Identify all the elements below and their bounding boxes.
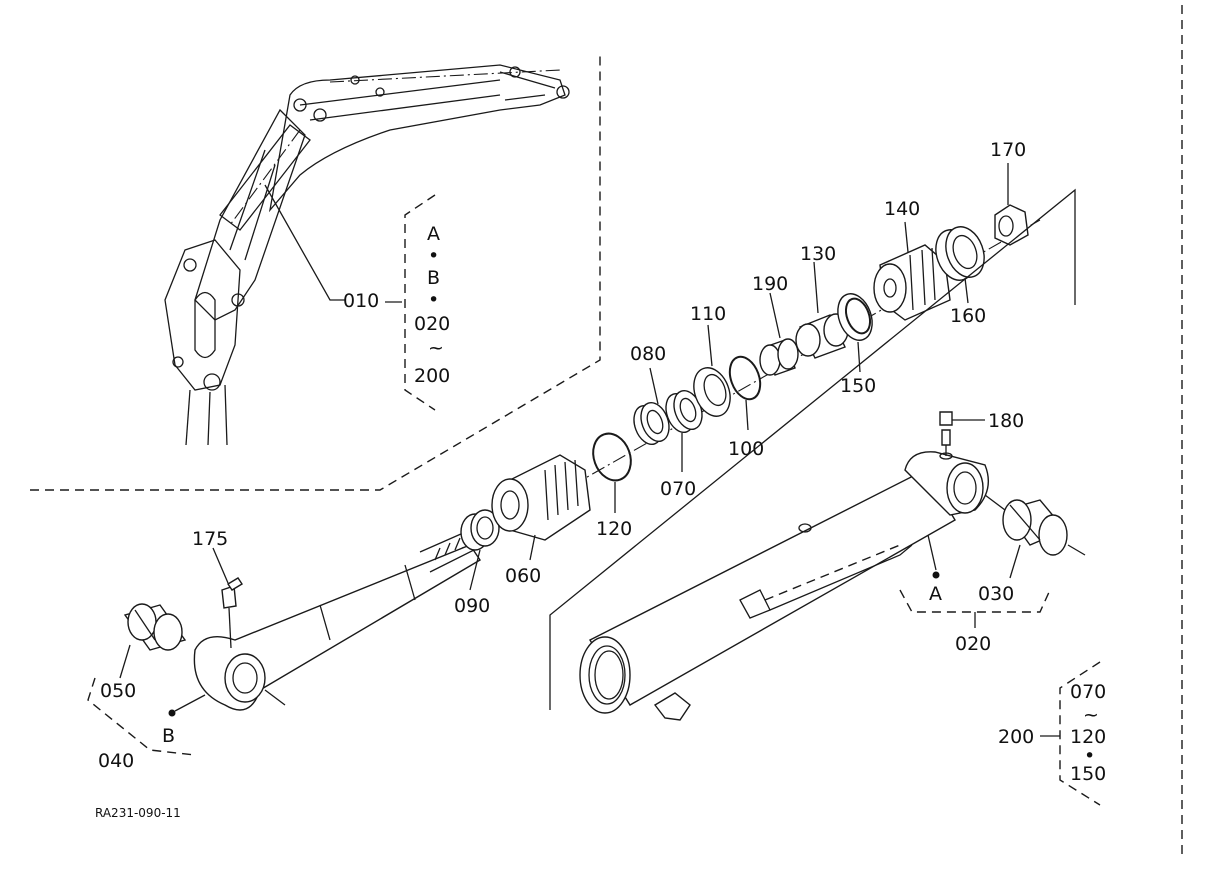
group-bracket-040 xyxy=(87,677,196,756)
part-100-o-ring xyxy=(728,355,762,401)
group200-line5: 150 xyxy=(1070,763,1106,785)
label-010: 010 xyxy=(343,290,379,312)
label-020: 020 xyxy=(955,633,991,655)
label-140: 140 xyxy=(884,198,920,220)
label-030: 030 xyxy=(978,583,1014,605)
label-090: 090 xyxy=(454,595,490,617)
label-130: 130 xyxy=(800,243,836,265)
part-030-bushing xyxy=(1002,499,1068,556)
part-110-ring xyxy=(693,367,731,417)
group010-line4: • xyxy=(428,289,439,311)
label-100: 100 xyxy=(728,438,764,460)
label-060: 060 xyxy=(505,565,541,587)
part-120-o-ring xyxy=(592,432,632,482)
group010-line2: • xyxy=(428,245,439,267)
group200-line3: 120 xyxy=(1070,726,1106,748)
marker-b-dot xyxy=(168,709,176,717)
marker-b: B xyxy=(162,725,175,747)
part-170-nut xyxy=(994,204,1029,246)
tube-frame-line xyxy=(549,188,1076,710)
boom-arm-illustration xyxy=(164,64,570,446)
part-130-sleeve xyxy=(795,313,849,359)
marker-a-dot xyxy=(932,571,940,579)
part-040-rod xyxy=(193,529,481,711)
part-020-cylinder-tube xyxy=(579,451,989,721)
label-180: 180 xyxy=(988,410,1024,432)
label-170: 170 xyxy=(990,139,1026,161)
group010-line7: 200 xyxy=(414,365,450,387)
group200-line4: • xyxy=(1084,745,1095,767)
label-070: 070 xyxy=(660,478,696,500)
label-190: 190 xyxy=(752,273,788,295)
group010-line3: B xyxy=(427,267,440,289)
group-bracket-020 xyxy=(899,589,1051,613)
part-180-grease-nipple xyxy=(939,411,953,456)
part-140-piston xyxy=(873,244,951,321)
group010-line5: 020 xyxy=(414,313,450,335)
part-160-ring xyxy=(935,226,985,281)
group010-line6: ~ xyxy=(428,337,444,359)
label-160: 160 xyxy=(950,305,986,327)
marker-a: A xyxy=(929,583,942,605)
label-040: 040 xyxy=(98,750,134,772)
label-175: 175 xyxy=(192,528,228,550)
part-050-bushing xyxy=(123,603,187,651)
label-200: 200 xyxy=(998,726,1034,748)
drawing-code: RA231-090-11 xyxy=(95,806,181,820)
inset-border-line xyxy=(30,55,601,491)
part-090-dust-seal xyxy=(460,509,500,551)
group200-line1: 070 xyxy=(1070,681,1106,703)
group200-line2: ~ xyxy=(1083,704,1099,726)
group-bracket-010 xyxy=(404,194,436,411)
label-080: 080 xyxy=(630,343,666,365)
label-150: 150 xyxy=(840,375,876,397)
part-070-ring xyxy=(665,389,703,434)
group010-line1: A xyxy=(427,223,440,245)
leader-010 xyxy=(264,184,345,301)
part-175-grease-nipple xyxy=(221,577,243,609)
label-120: 120 xyxy=(596,518,632,540)
part-080-ring xyxy=(633,401,670,446)
part-190-ring xyxy=(759,338,799,376)
part-150-ring xyxy=(837,293,873,341)
group-bracket-200 xyxy=(1059,661,1101,806)
label-050: 050 xyxy=(100,680,136,702)
part-060-rod-guide xyxy=(491,454,591,541)
label-110: 110 xyxy=(690,303,726,325)
